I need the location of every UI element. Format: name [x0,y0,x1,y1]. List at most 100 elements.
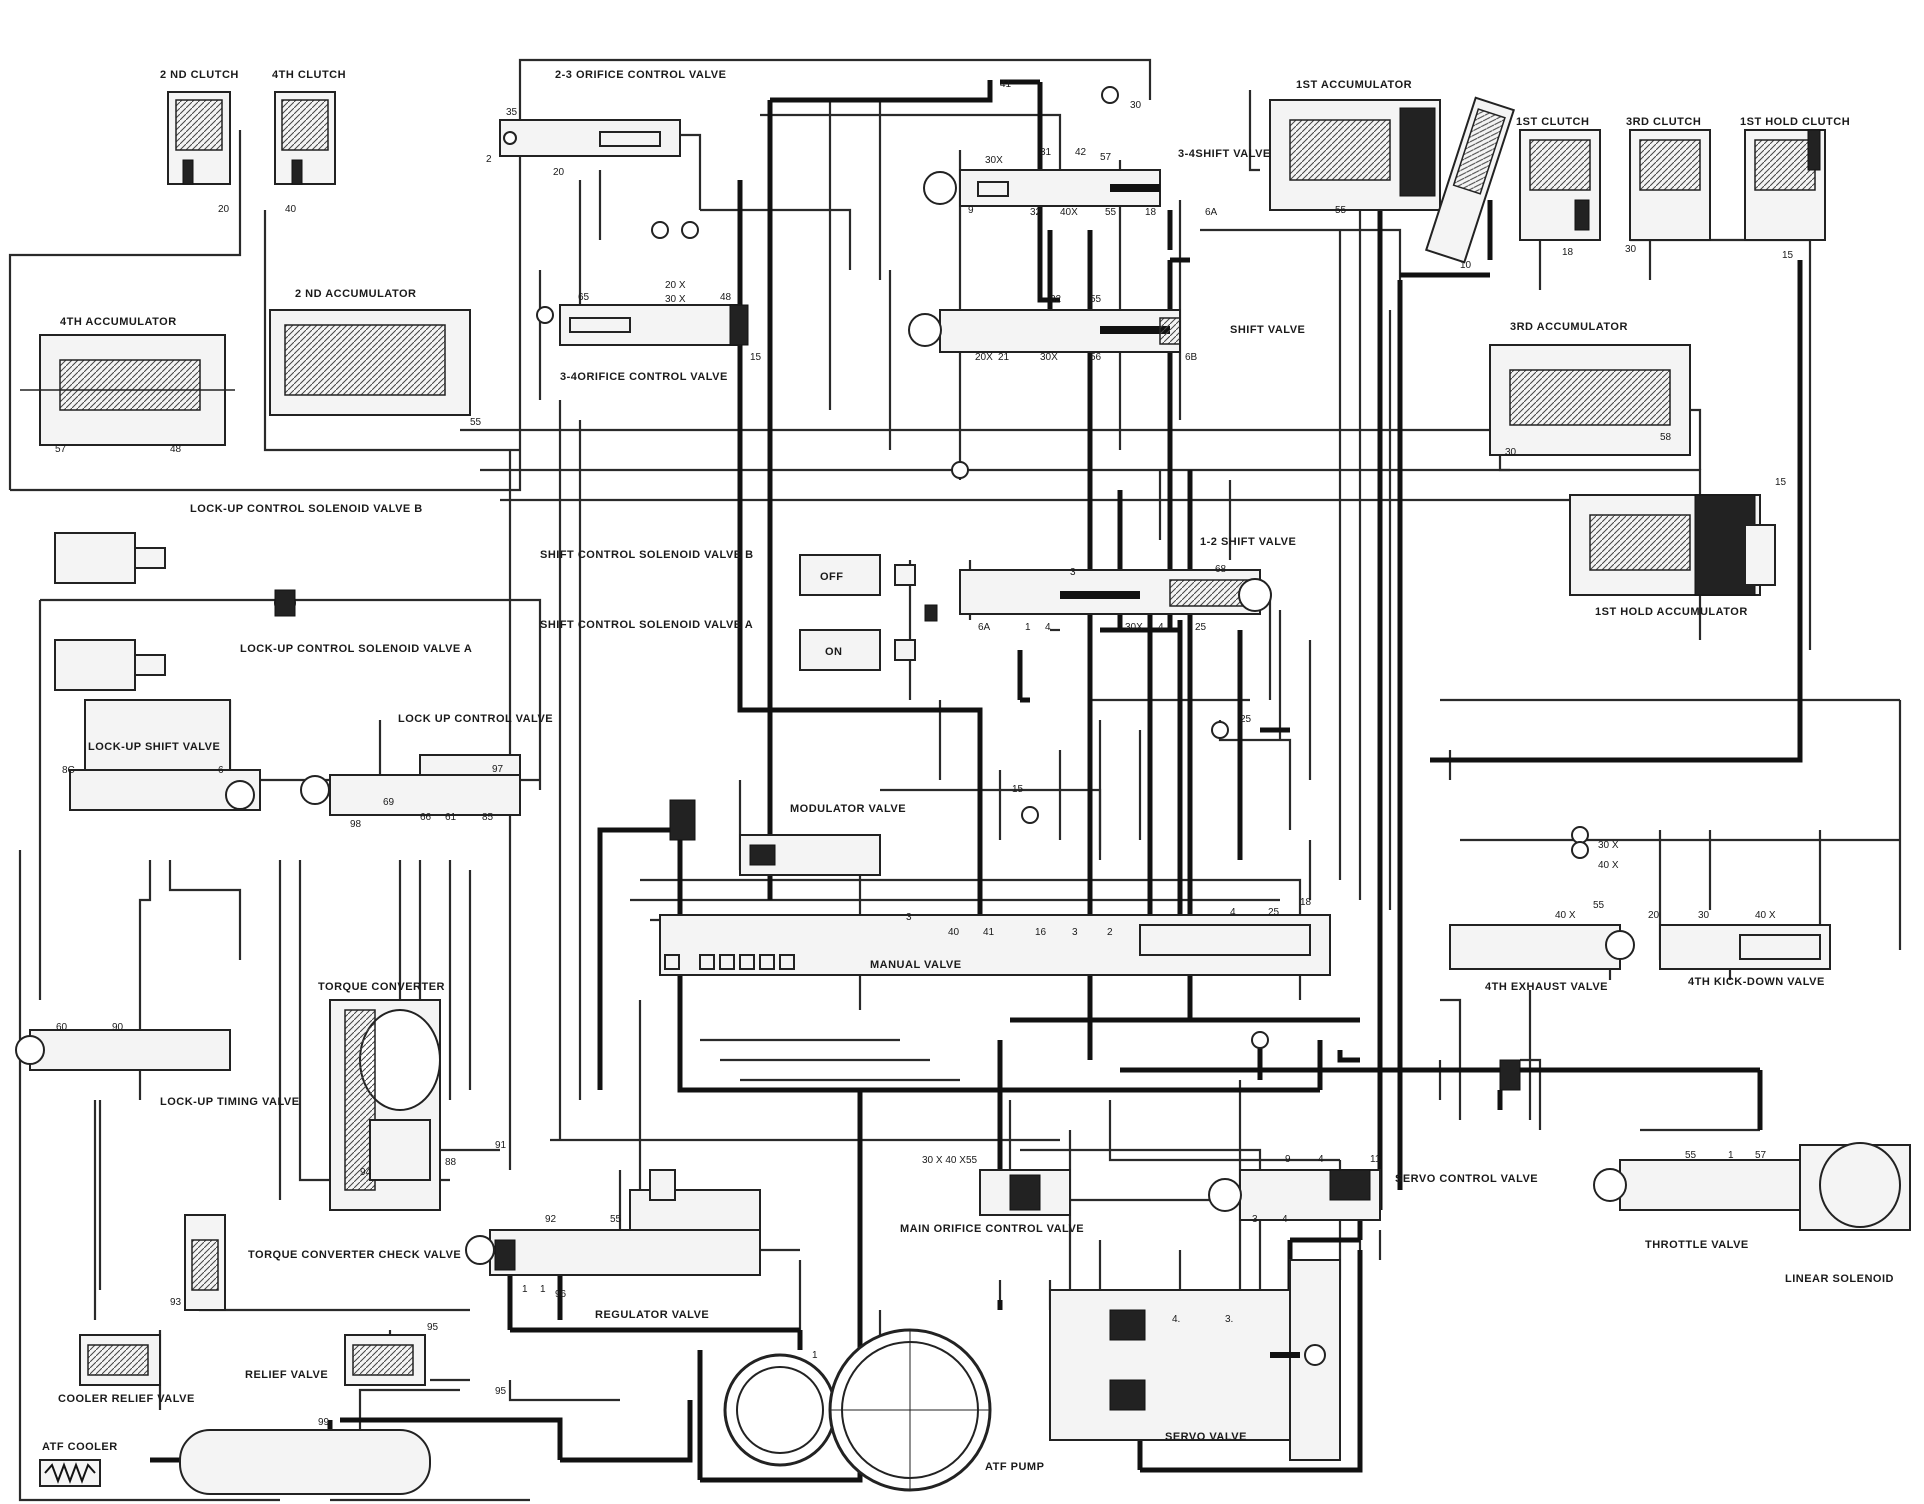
atf-pump [723,1328,992,1492]
port-number: 6A [978,622,991,633]
port-number: 30 X 40 X [922,1155,966,1166]
port-number: 3 [1070,567,1076,578]
label-tc-check: TORQUE CONVERTER CHECK VALVE [248,1249,461,1261]
port-number: 30X [1040,352,1058,363]
port-number: 30 [1625,244,1637,255]
port-number: 55 [1090,294,1102,305]
port-number: 30 [1130,100,1142,111]
accumulator-4th [20,334,235,446]
port-number: 21 [998,352,1010,363]
torque-converter-check-valve [184,1214,226,1311]
clutch-2nd [167,91,231,185]
port-number: 25 [1195,622,1207,633]
port-number: 66 [420,812,432,823]
port-number: 40 X [1598,860,1619,871]
port-number: 85 [482,812,494,823]
label-4th-kickdown: 4TH KICK-DOWN VALVE [1688,976,1825,988]
label-2nd-clutch: 2 ND CLUTCH [160,69,239,81]
manual-valve-detent-marks [664,954,795,970]
port-number: 30 X [1598,840,1619,851]
port-number: 57 [1755,1150,1767,1161]
clutch-1st [1519,129,1601,241]
port-number: 32 [1050,294,1062,305]
port-number: 98 [350,819,362,830]
port-number: 48 [170,444,182,455]
throttle-valve [1593,1159,1801,1211]
port-number: 65 [578,292,590,303]
port-number: 48 [720,292,732,303]
cooler-relief-valve [79,1334,161,1386]
port-number: 69 [383,797,395,808]
label-modulator: MODULATOR VALVE [790,803,906,815]
label-atf-cooler: ATF COOLER [42,1441,118,1453]
label-cooler-relief: COOLER RELIEF VALVE [58,1393,195,1405]
shift-solenoid-a [799,629,916,671]
port-number: 1 [540,1284,546,1295]
shift-valve-34 [923,169,1161,207]
shift-solenoid-b [799,554,916,596]
port-number: 32 [1030,207,1042,218]
port-number: 30 [1698,910,1710,921]
port-number: 41 [1000,79,1012,90]
label-1st-accumulator: 1ST ACCUMULATOR [1296,79,1412,91]
port-number: 3 [906,912,912,923]
port-number: 55 [1335,205,1347,216]
label-manual: MANUAL VALVE [870,959,962,971]
label-off: OFF [820,571,844,583]
torque-converter [329,999,441,1211]
label-atf-pump: ATF PUMP [985,1461,1044,1473]
port-number: 10 [1460,260,1472,271]
lockup-solenoid-a [54,639,166,691]
port-number: 61 [445,812,457,823]
thin-lines [8,58,1902,1502]
hold-accumulator-1st [1569,494,1776,596]
port-number: 20 [1648,910,1660,921]
label-lockup-shift: LOCK-UP SHIFT VALVE [88,741,220,753]
label-lockup-timing: LOCK-UP TIMING VALVE [160,1096,300,1108]
port-number: 20 [218,204,230,215]
port-number: 1 [522,1284,528,1295]
label-34-orifice: 3-4ORIFICE CONTROL VALVE [560,371,728,383]
port-number: 6 [218,765,224,776]
port-number: 68 [1215,564,1227,575]
label-3rd-clutch: 3RD CLUTCH [1626,116,1701,128]
label-main-orifice: MAIN ORIFICE CONTROL VALVE [900,1223,1084,1235]
port-number: 55 [1105,207,1117,218]
label-linear-solenoid: LINEAR SOLENOID [1785,1273,1894,1285]
shift-valve-12 [924,569,1272,622]
servo-control-valve [1208,1169,1381,1221]
atf-cooler [39,1429,431,1495]
port-number: 20 X [665,280,686,291]
port-number: 4. [1172,1314,1180,1325]
hold-clutch-1st [1744,129,1826,241]
label-1st-hold-accumulator: 1ST HOLD ACCUMULATOR [1595,606,1748,618]
port-number: 15 [1782,250,1794,261]
port-number: 3 [1072,927,1078,938]
port-number: 2 [1107,927,1113,938]
port-number: 55 [470,417,482,428]
port-number: 9 [1285,1154,1291,1165]
port-number: 57 [1100,152,1112,163]
port-number: 20 [553,167,565,178]
label-34-shift: 3-4SHIFT VALVE [1178,148,1271,160]
lockup-shift-valve [69,699,261,811]
linear-solenoid [1799,1142,1911,1231]
port-number: 40 X [1555,910,1576,921]
label-torque-converter: TORQUE CONVERTER [318,981,445,993]
label-relief: RELIEF VALVE [245,1369,328,1381]
label-1st-clutch: 1ST CLUTCH [1516,116,1589,128]
port-number: 15 [1775,477,1787,488]
label-on: ON [825,646,843,658]
port-number: 18 [1145,207,1157,218]
port-number: 90 [112,1022,124,1033]
label-lockup-solenoid-b: LOCK-UP CONTROL SOLENOID VALVE B [190,503,423,515]
port-number: 60 [56,1022,68,1033]
port-number: 30 [1505,447,1517,458]
port-number: 18 [1300,897,1312,908]
label-shift-solenoid-b: SHIFT CONTROL SOLENOID VALVE B [540,549,754,561]
label-3rd-accumulator: 3RD ACCUMULATOR [1510,321,1628,333]
port-number: 40 [948,927,960,938]
label-4th-exhaust: 4TH EXHAUST VALVE [1485,981,1608,993]
port-number: 55 [1685,1150,1697,1161]
